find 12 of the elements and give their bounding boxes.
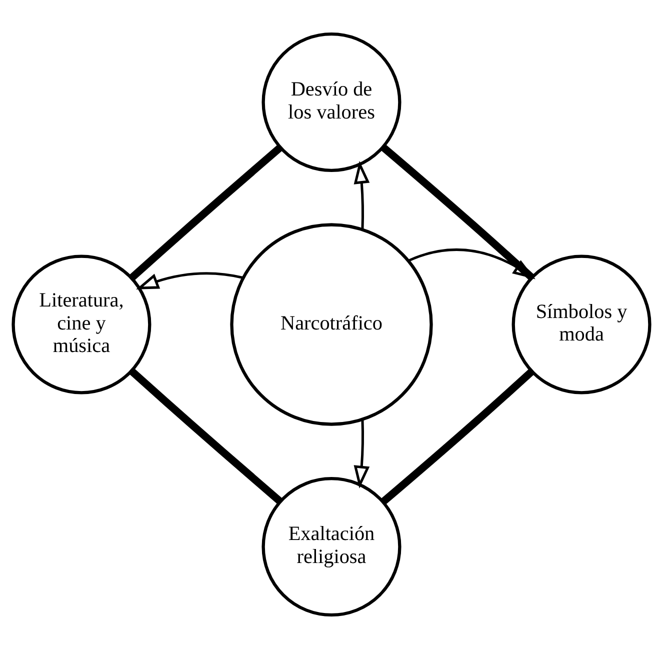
connector	[129, 368, 283, 504]
connector	[380, 144, 534, 280]
node-circle: Exaltación religiosa	[262, 476, 402, 616]
arrow	[136, 272, 244, 289]
connector	[380, 368, 534, 504]
arrow	[354, 160, 370, 229]
node-circle: Desvío de los valores	[262, 32, 402, 172]
arrow	[354, 419, 370, 488]
connector	[129, 144, 283, 280]
node-circle: Narcotráfico	[230, 222, 433, 426]
arrow	[408, 248, 536, 279]
node-circle: Literatura, cine y música	[12, 254, 152, 394]
